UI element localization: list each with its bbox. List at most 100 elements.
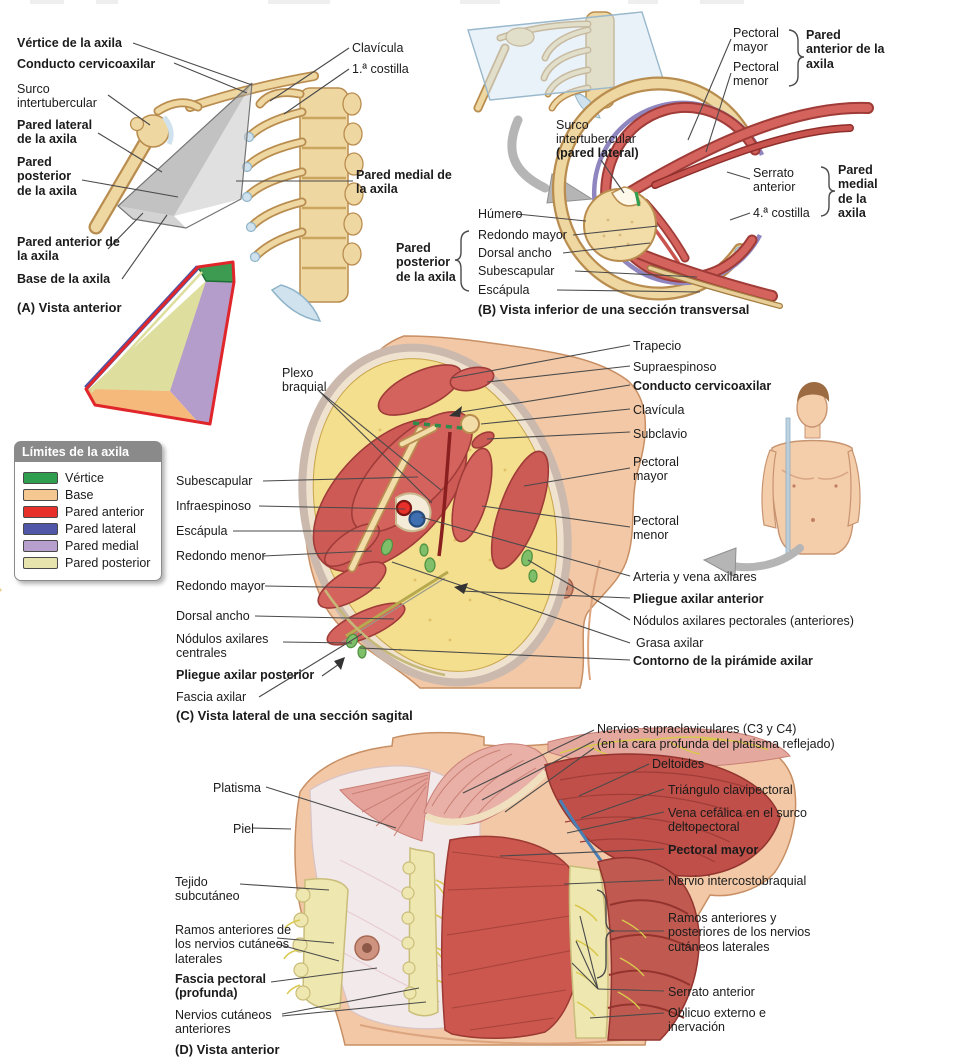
- label-conducto-cervicoaxilar: Conducto cervicoaxilar: [17, 57, 156, 71]
- label-serrato-B: Serrato anterior: [753, 166, 796, 195]
- label-subescapular-C: Subescapular: [176, 474, 253, 488]
- label-vena-cefalica: Vena cefálica en el surco deltopectoral: [668, 806, 807, 835]
- label-escapula-C: Escápula: [176, 524, 228, 538]
- legend-label: Pared lateral: [65, 522, 136, 536]
- label-surco-B-linea1: Surco intertubercular: [556, 118, 636, 147]
- label-piel: Piel: [233, 822, 254, 836]
- legend-label: Pared anterior: [65, 505, 145, 519]
- label-redondo-mayor-B: Redondo mayor: [478, 228, 567, 242]
- legend-swatch-pared-lateral: [23, 523, 58, 535]
- label-plexo-braquial: Plexo braquial: [282, 366, 327, 395]
- leader-lines: [81, 38, 751, 1019]
- label-pared-posterior: Pared posterior de la axila: [17, 155, 77, 198]
- caption-panelB: (B) Vista inferior de una sección transv…: [478, 302, 750, 317]
- conducto-cervicoaxilar-dashed-line: [412, 421, 463, 430]
- label-pared-lateral: Pared lateral de la axila: [17, 118, 93, 147]
- label-arteria-vena: Arteria y vena axilares: [633, 570, 757, 584]
- caption-panelC: (C) Vista lateral de una sección sagital: [176, 708, 413, 723]
- legend-label: Pared posterior: [65, 556, 151, 570]
- label-ramos-anteriores-izq: Ramos anteriores de los nervios cutáneos…: [175, 923, 292, 966]
- panelB-art: [467, 11, 874, 309]
- curved-arrow-icon: [728, 544, 804, 572]
- label-nervios-cutaneos-ant: Nervios cutáneos anteriores: [175, 1008, 272, 1037]
- label-triangulo-clavipectoral: Triángulo clavipectoral: [668, 783, 793, 797]
- label-redondo-mayor-C: Redondo mayor: [176, 579, 265, 593]
- label-pared-anterior: Pared anterior de la axila: [17, 235, 120, 264]
- label-pared-medial: Pared medial de la axila: [356, 168, 452, 197]
- label-humero: Húmero: [478, 207, 523, 221]
- label-clavicula: Clavícula: [352, 41, 404, 55]
- axilla-pyramid-icon: [84, 260, 236, 426]
- label-nodulos-pectorales: Nódulos axilares pectorales (anteriores): [633, 614, 854, 628]
- label-pliegue-posterior: Pliegue axilar posterior: [176, 668, 315, 682]
- grouping-braces: [454, 29, 836, 979]
- label-subescapular-B: Subescapular: [478, 264, 555, 278]
- label-pared-medial-B: Pared medial de la axila: [838, 163, 878, 221]
- platysma-left: [339, 771, 431, 842]
- label-contorno-piramide: Contorno de la pirámide axilar: [633, 654, 813, 668]
- label-pectoral-mayor-C: Pectoral mayor: [633, 455, 679, 484]
- legend-item: Vértice: [23, 471, 155, 485]
- caption-panelA: (A) Vista anterior: [17, 300, 122, 315]
- cephalic-vein: [558, 799, 604, 863]
- fascia-axilar-line: [323, 589, 446, 677]
- label-pectoral-mayor-B: Pectoral mayor: [733, 26, 779, 55]
- label-dorsal-ancho-B: Dorsal ancho: [478, 246, 552, 260]
- label-escapula-B: Escápula: [478, 283, 530, 297]
- legend-label: Base: [65, 488, 94, 502]
- panelC-art: [0, 335, 861, 689]
- legend-item: Pared posterior: [23, 556, 155, 570]
- label-primera-costilla: 1.ª costilla: [352, 62, 409, 76]
- label-ramos-ant-post: Ramos anteriores y posteriores de los ne…: [668, 911, 811, 954]
- legend-swatch-vertice: [23, 472, 58, 484]
- label-dorsal-ancho-C: Dorsal ancho: [176, 609, 250, 623]
- label-clavicula-C: Clavícula: [633, 403, 685, 417]
- legend-swatch-pared-medial: [23, 540, 58, 552]
- legend-item: Base: [23, 488, 155, 502]
- label-nervios-supraclaviculares-2: (en la cara profunda del platisma reflej…: [597, 737, 835, 751]
- label-pared-anterior-B: Pared anterior de la axila: [806, 28, 885, 71]
- label-supraespinoso: Supraespinoso: [633, 360, 717, 374]
- label-pectoral-menor-B: Pectoral menor: [733, 60, 779, 89]
- label-oblicuo-externo: Oblicuo externo e inervación: [668, 1006, 766, 1035]
- legend-limites-axila: Límites de la axila Vértice Base Pared a…: [14, 441, 162, 581]
- label-surco-intertubercular: Surco intertubercular: [17, 82, 97, 111]
- legend-swatch-base: [23, 489, 58, 501]
- label-infraespinoso: Infraespinoso: [176, 499, 252, 513]
- pyramid-anterior-contour-line: [437, 431, 452, 557]
- label-nodulos-centrales: Nódulos axilares centrales: [176, 632, 269, 661]
- label-tejido-subcutaneo: Tejido subcutáneo: [175, 875, 240, 904]
- label-nervios-supraclaviculares: Nervios supraclaviculares (C3 y C4): [597, 722, 797, 736]
- legend-swatch-pared-anterior: [23, 506, 58, 518]
- label-trapecio: Trapecio: [633, 339, 682, 353]
- label-nervio-intercostobraquial: Nervio intercostobraquial: [668, 874, 807, 888]
- label-pectoral-mayor-D: Pectoral mayor: [668, 843, 759, 857]
- lymph-nodes: [345, 538, 538, 659]
- legend-item: Pared anterior: [23, 505, 155, 519]
- label-pectoral-menor-C: Pectoral menor: [633, 514, 679, 543]
- panelA-art: [88, 71, 364, 322]
- label-fascia-pectoral: Fascia pectoral (profunda): [175, 972, 267, 1001]
- label-surco-B-linea2: (pared lateral): [556, 146, 639, 160]
- caption-panelD: (D) Vista anterior: [175, 1042, 280, 1057]
- label-fascia-axilar: Fascia axilar: [176, 690, 247, 704]
- curved-arrow-icon: [507, 115, 550, 193]
- legend-title: Límites de la axila: [15, 442, 161, 462]
- label-conducto-C: Conducto cervicoaxilar: [633, 379, 772, 393]
- scan-artifacts: [30, 0, 744, 4]
- label-pared-posterior-B: Pared posterior de la axila: [396, 241, 456, 284]
- legend-label: Pared medial: [65, 539, 139, 553]
- label-platisma: Platisma: [213, 781, 261, 795]
- label-pliegue-anterior: Pliegue axilar anterior: [633, 592, 764, 606]
- sagittal-plane-line: [785, 417, 791, 555]
- legend-item: Pared medial: [23, 539, 155, 553]
- legend-item: Pared lateral: [23, 522, 155, 536]
- label-redondo-menor: Redondo menor: [176, 549, 266, 563]
- label-cuarta-costilla: 4.ª costilla: [753, 206, 810, 220]
- pyramid-posterior-contour-line: [345, 570, 449, 638]
- label-base-axila: Base de la axila: [17, 272, 111, 286]
- orientation-figure: [702, 382, 861, 578]
- label-serrato-D: Serrato anterior: [668, 985, 755, 999]
